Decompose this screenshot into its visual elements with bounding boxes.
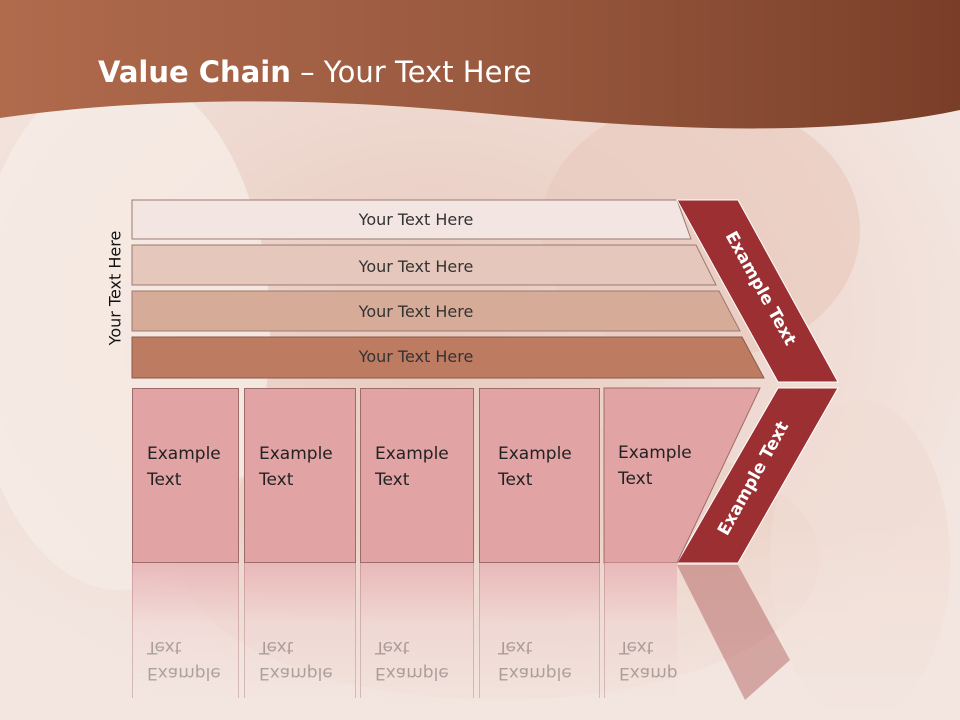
band-4 bbox=[131, 336, 765, 379]
band-4-label: Your Text Here bbox=[358, 347, 474, 366]
band-2 bbox=[131, 244, 717, 286]
band-2-label: Your Text Here bbox=[358, 257, 474, 276]
arrow-upper bbox=[676, 199, 839, 383]
slide-title: Value Chain – Your Text Here bbox=[98, 55, 532, 89]
arrow-lower-reflection bbox=[677, 565, 790, 700]
band-3 bbox=[131, 290, 741, 332]
band-1 bbox=[131, 199, 692, 240]
band-3-label: Your Text Here bbox=[358, 302, 474, 321]
title-rest: – Your Text Here bbox=[290, 55, 532, 89]
title-bold: Value Chain bbox=[98, 55, 291, 89]
band-1-label: Your Text Here bbox=[358, 210, 474, 229]
